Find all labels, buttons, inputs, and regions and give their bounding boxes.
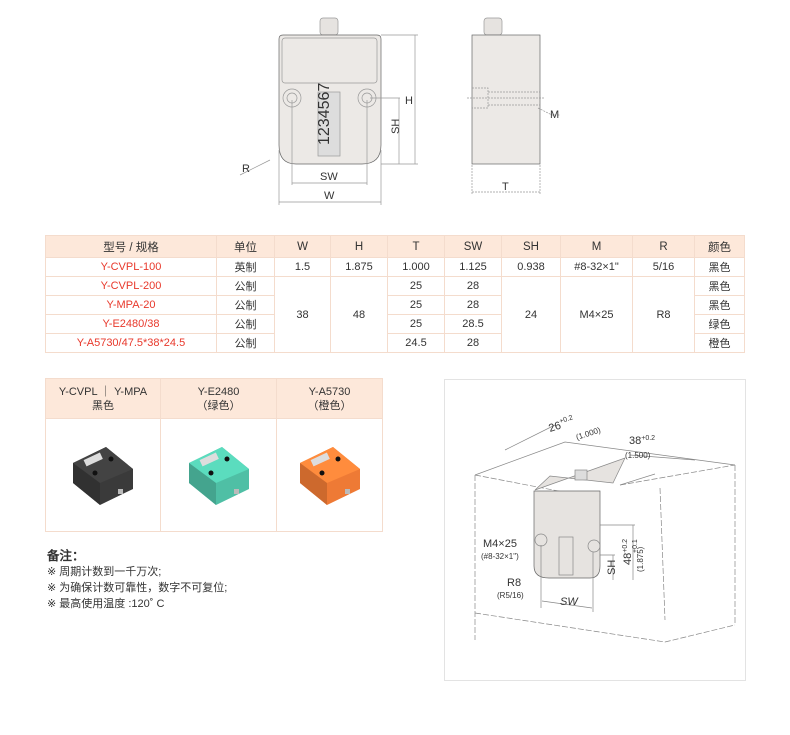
product-color-label: （橙色） — [307, 399, 352, 412]
install-screw: M4×25 — [483, 538, 517, 550]
table-row: Y-CVPL-200 公制 38 48 25 28 24 M4×25 R8 黑色 — [45, 276, 745, 353]
table-row: Y-E2480/38 公制 25 28.5 绿色 — [45, 314, 745, 334]
cell-unit: 公制 — [216, 295, 275, 315]
cell-w: 1.5 — [274, 257, 331, 277]
install-depth: 26+0.2 — [547, 414, 576, 434]
cell-w: 38 — [274, 276, 331, 353]
cell-color: 黑色 — [694, 257, 745, 277]
header-w: W — [274, 235, 331, 258]
product-header-orange: Y-A5730（橙色） — [276, 378, 383, 419]
cell-color: 绿色 — [694, 314, 745, 334]
notes-title: 备注： — [47, 549, 85, 563]
cell-r: R8 — [632, 276, 695, 353]
cell-sw: 28 — [444, 333, 502, 353]
note-item: ※ 最高使用温度 :120˚ C — [47, 598, 165, 610]
cell-m: #8-32×1" — [560, 257, 633, 277]
cell-t: 24.5 — [387, 333, 445, 353]
product-color-label: （绿色） — [196, 399, 241, 412]
header-r: R — [632, 235, 695, 258]
header-m: M — [560, 235, 633, 258]
install-sh: SH — [606, 560, 618, 575]
cell-sh: 0.938 — [501, 257, 561, 277]
header-sw: SW — [444, 235, 502, 258]
label-m: M — [550, 109, 559, 121]
cell-color: 黑色 — [694, 295, 745, 315]
cell-model: Y-MPA-20 — [45, 295, 217, 315]
product-image-black — [73, 447, 133, 505]
install-height: 48+0.2 — [622, 539, 634, 565]
product-image-cell — [45, 418, 161, 532]
product-image-cell — [276, 418, 383, 532]
cell-unit: 公制 — [216, 333, 275, 353]
label-t: T — [502, 181, 509, 193]
note-item: ※ 为确保计数可靠性，数字不可复位; — [47, 582, 228, 594]
product-image-cell — [160, 418, 277, 532]
installation-diagram: 26+0.2 (1.000) 38+0.2 (1.500) M4×25 (#8-… — [444, 379, 746, 681]
counter-digits: 1234567 — [316, 83, 333, 145]
install-radius: R8 — [507, 577, 521, 589]
install-width-inch: (1.500) — [625, 451, 651, 460]
install-sw: SW — [560, 596, 579, 608]
cell-color: 黑色 — [694, 276, 745, 296]
label-w: W — [324, 190, 335, 202]
table-row: Y-CVPL-100 英制 1.5 1.875 1.000 1.125 0.93… — [45, 257, 745, 277]
dimension-drawing: 1234567 H SH SW W R T M — [239, 17, 560, 205]
cell-unit: 英制 — [216, 257, 275, 277]
header-color: 颜色 — [694, 235, 745, 258]
cell-model: Y-A5730/47.5*38*24.5 — [45, 333, 217, 353]
cell-unit: 公制 — [216, 276, 275, 296]
product-name: Y-CVPL ｜ Y-MPA — [58, 385, 148, 398]
product-name: Y-E2480 — [197, 385, 240, 398]
cell-m: M4×25 — [560, 276, 633, 353]
cell-model: Y-E2480/38 — [45, 314, 217, 334]
note-item: ※ 周期计数到一千万次; — [47, 566, 162, 578]
install-width: 38+0.2 — [629, 435, 655, 447]
cell-sw: 28 — [444, 276, 502, 296]
cell-sw: 1.125 — [444, 257, 502, 277]
cell-model: Y-CVPL-100 — [45, 257, 217, 277]
cell-t: 25 — [387, 314, 445, 334]
install-depth-inch: (1.000) — [575, 425, 602, 441]
cell-sw: 28 — [444, 295, 502, 315]
table-row: Y-MPA-20 公制 25 28 黑色 — [45, 295, 745, 315]
label-sw: SW — [320, 171, 338, 183]
label-r: R — [242, 163, 250, 175]
cell-t: 25 — [387, 276, 445, 296]
product-color-label: 黑色 — [92, 399, 114, 412]
spec-header-row: 型号 / 规格 单位 W H T SW SH M R 颜色 — [45, 235, 745, 258]
header-model: 型号 / 规格 — [45, 235, 217, 258]
cell-unit: 公制 — [216, 314, 275, 334]
cell-model: Y-CVPL-200 — [45, 276, 217, 296]
install-height-inch: (1.875) — [636, 546, 645, 572]
header-unit: 单位 — [216, 235, 275, 258]
cell-h: 48 — [330, 276, 388, 353]
table-row: Y-A5730/47.5*38*24.5 公制 24.5 28 橙色 — [45, 333, 745, 353]
cell-sw: 28.5 — [444, 314, 502, 334]
header-t: T — [387, 235, 445, 258]
label-h: H — [405, 95, 413, 107]
notes: 备注： ※ 周期计数到一千万次; ※ 为确保计数可靠性，数字不可复位; ※ 最高… — [47, 548, 227, 612]
cell-color: 橙色 — [694, 333, 745, 353]
cell-h: 1.875 — [330, 257, 388, 277]
product-image-green — [188, 447, 249, 505]
cell-t: 1.000 — [387, 257, 445, 277]
cell-t: 25 — [387, 295, 445, 315]
header-h: H — [330, 235, 388, 258]
install-height-tol-bottom: +0.1 — [632, 539, 639, 553]
product-name: Y-A5730 — [308, 385, 351, 398]
install-radius-inch: (R5/16) — [497, 591, 524, 600]
cell-r: 5/16 — [632, 257, 695, 277]
spec-table: 型号 / 规格 单位 W H T SW SH M R 颜色 Y-CVPL-100… — [45, 235, 745, 353]
header-sh: SH — [501, 235, 561, 258]
product-image-orange — [299, 447, 360, 505]
install-screw-inch: (#8-32×1") — [481, 552, 519, 561]
cell-sh: 24 — [501, 276, 561, 353]
product-header-green: Y-E2480（绿色） — [160, 378, 277, 419]
label-sh: SH — [390, 119, 402, 134]
